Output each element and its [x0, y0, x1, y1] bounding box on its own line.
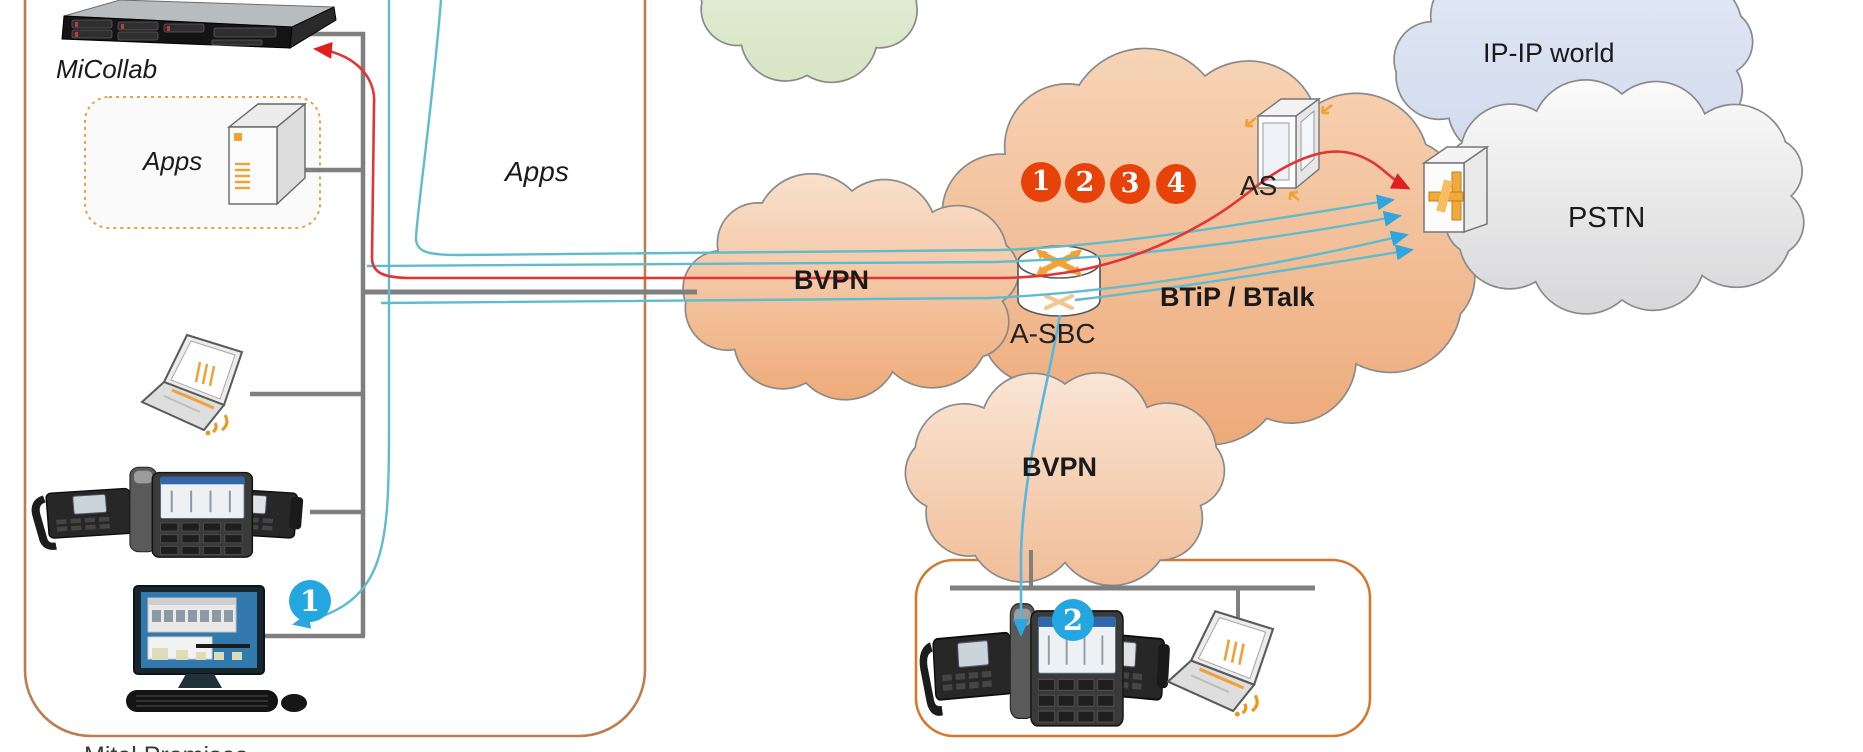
btip-btalk-label: BTiP / BTalk — [1160, 282, 1315, 312]
bvpn-main-label: BVPN — [794, 265, 870, 295]
blue-path-1 — [292, 0, 391, 629]
connector-arrow-icon — [1244, 103, 1333, 202]
bvpn-lower-label: BVPN — [1022, 452, 1098, 482]
bvpn-lower-cloud — [904, 371, 1226, 587]
micollab-tower-server-icon — [226, 102, 307, 206]
step-badge-blue-2: 2 — [1052, 599, 1094, 641]
as-application-server-icon — [1244, 97, 1333, 202]
step-badge-blue-1: 1 — [289, 580, 331, 622]
lan-lines — [250, 31, 1315, 639]
blue-path-3 — [366, 210, 1402, 268]
admin-computer-icon — [126, 585, 307, 712]
mitel-premises-container — [23, 0, 647, 738]
pstn-cloud — [1444, 79, 1805, 315]
laptop-icon — [140, 333, 244, 437]
ip-ip-world-label: IP-IP world — [1483, 38, 1615, 68]
a-sbc-label: A-SBC — [1010, 318, 1096, 349]
mivb-label: MiVB — [88, 0, 150, 7]
blue-path-4 — [380, 230, 1409, 305]
blue-path-2 — [414, 0, 1395, 257]
media-gateway-icon — [1421, 145, 1490, 234]
step-badge-red-2: 2 — [1065, 163, 1105, 203]
step-badge-red-1: 1 — [1021, 162, 1061, 202]
red-path-main — [370, 105, 1411, 280]
micollab-label: MiCollab — [56, 54, 158, 84]
desk-phones-icon — [34, 467, 303, 557]
remote-desk-phones-icon — [922, 604, 1170, 726]
flow-lines — [292, 0, 1414, 637]
clouds-layer — [682, 0, 1805, 587]
green-cloud — [700, 0, 918, 84]
apps-zone-label: Apps — [505, 156, 569, 187]
remote-laptop-icon — [1166, 609, 1275, 719]
pstn-label: PSTN — [1568, 202, 1646, 234]
premises-label: Mitel Premises — [84, 742, 248, 752]
mivb-rack-server-icon — [61, 0, 337, 49]
step-badge-red-3: 3 — [1110, 164, 1150, 204]
red-path-to-mivb — [313, 41, 376, 107]
blue-path-down — [1013, 314, 1062, 637]
as-label: AS — [1240, 170, 1278, 201]
step-badge-red-4: 4 — [1156, 164, 1196, 204]
bvpn-main-cloud — [682, 172, 1020, 401]
micollab-apps-label: Apps — [143, 146, 203, 176]
blue-path-5 — [1074, 244, 1414, 302]
